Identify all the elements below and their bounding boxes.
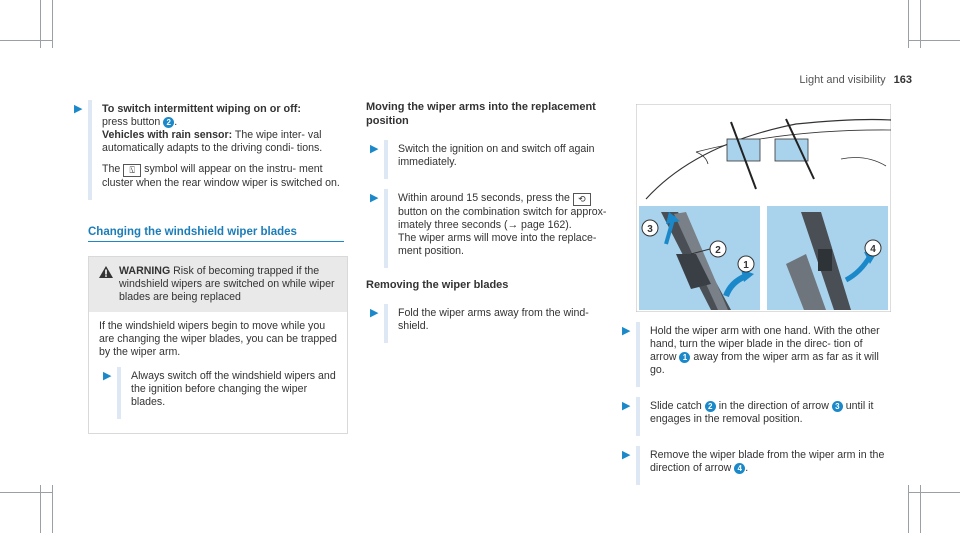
step-arrow-icon: ▶ (370, 307, 379, 319)
crop-mark (908, 0, 909, 48)
wiper-switch-icon: ⟲ (572, 193, 591, 206)
callout-4: 4 (864, 239, 882, 257)
section-heading: Changing the windshield wiper blades (88, 226, 344, 242)
warning-body: If the windshield wipers begin to move w… (99, 320, 337, 358)
crop-mark (908, 492, 960, 493)
crop-mark (0, 40, 52, 41)
callout-badge: 1 (679, 352, 691, 363)
detail-panel-right (767, 206, 888, 310)
svg-text:3: 3 (647, 224, 653, 235)
step-arrow-icon: ▶ (622, 400, 631, 412)
svg-text:2: 2 (715, 245, 721, 256)
step-arrow-icon: ▶ (622, 449, 631, 461)
step-arrow-icon: ▶ (622, 325, 631, 337)
wiper-illustration: 3 2 1 4 (636, 104, 891, 312)
vehicles-label: Vehicles with rain sensor: (102, 129, 233, 141)
step-fold-arms: ▶ Fold the wiper arms away from the wind… (370, 304, 621, 343)
page-header: Light and visibility 163 (799, 74, 912, 86)
detail-panel-left (639, 206, 760, 310)
crop-mark (908, 40, 960, 41)
crop-mark (52, 0, 53, 48)
crop-mark (40, 0, 41, 48)
callout-badge: 2 (163, 117, 175, 128)
step-ignition: ▶ Switch the ignition on and switch off … (370, 140, 621, 179)
step-arrow-icon: ▶ (370, 143, 379, 155)
step-arrow-icon: ▶ (74, 103, 83, 115)
column-left: ▶ To switch intermittent wiping on or of… (74, 100, 350, 434)
step-hold-arm: ▶ Hold the wiper arm with one hand. With… (622, 322, 891, 387)
warning-icon (99, 266, 113, 278)
warning-step: ▶ Always switch off the windshield wiper… (103, 367, 337, 419)
page-number: 163 (893, 74, 912, 86)
warning-label: WARNING (119, 265, 171, 277)
step-press-button: ▶ Within around 15 seconds, press the ⟲ … (370, 189, 621, 268)
crop-mark (920, 0, 921, 48)
rear-wiper-symbol-icon: ⍂ (123, 164, 142, 177)
callout-badge: 4 (734, 463, 746, 474)
column-right: ▶ Hold the wiper arm with one hand. With… (622, 322, 891, 495)
crop-mark (0, 492, 52, 493)
crop-mark (40, 485, 41, 533)
crop-mark (908, 485, 909, 533)
warning-box: WARNING Risk of becoming trapped if the … (88, 256, 348, 434)
crop-mark (52, 485, 53, 533)
step-arrow-icon: ▶ (103, 370, 112, 382)
step-intermittent-wiping: ▶ To switch intermittent wiping on or of… (74, 100, 350, 200)
callout-3: 3 (641, 219, 659, 237)
section-heading: Removing the wiper blades (366, 279, 509, 291)
step-arrow-icon: ▶ (370, 192, 379, 204)
step-slide-catch: ▶ Slide catch 2 in the direction of arro… (622, 397, 891, 436)
callout-badge: 3 (831, 401, 843, 412)
callout-2: 2 (690, 240, 727, 258)
crop-mark (920, 485, 921, 533)
callout-badge: 2 (704, 401, 716, 412)
section-heading: Moving the wiper arms into the replaceme… (366, 101, 596, 127)
step-remove-blade: ▶ Remove the wiper blade from the wiper … (622, 446, 891, 485)
callout-1: 1 (737, 255, 755, 273)
windshield-drawing (645, 118, 891, 200)
svg-text:4: 4 (870, 244, 876, 255)
step-title: To switch intermittent wiping on or off: (102, 103, 301, 115)
section-title: Light and visibility (799, 74, 886, 86)
changing-section: Changing the windshield wiper blades WAR… (88, 226, 350, 434)
svg-text:1: 1 (743, 260, 749, 271)
column-middle: Moving the wiper arms into the replaceme… (366, 100, 621, 353)
